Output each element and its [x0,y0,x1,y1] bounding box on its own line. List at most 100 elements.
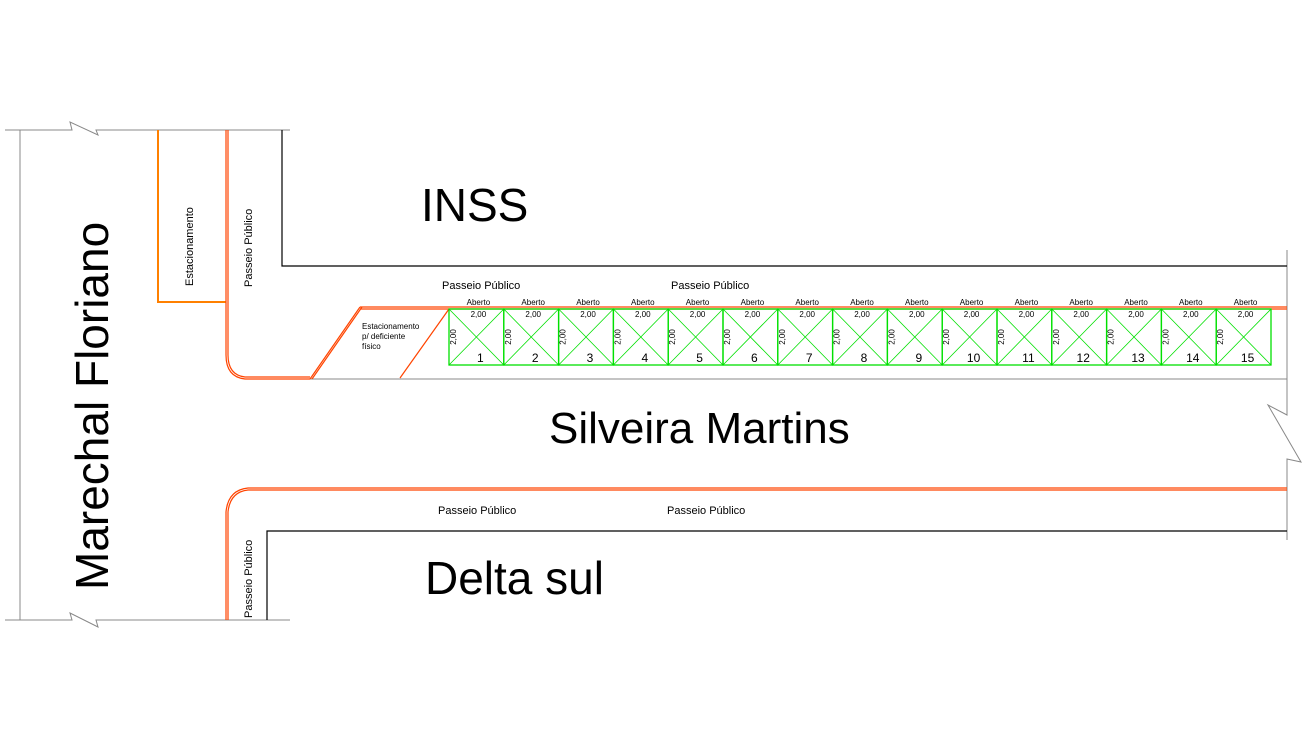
sidewalk-label-top-2: Passeio Público [671,280,749,292]
parking-space: Aberto 2,00 2,00 5 [667,298,724,366]
space-number: 2 [532,351,539,365]
disabled-parking-line-2: p/ deficiente [362,332,406,341]
parking-space-diagonal [1106,308,1162,366]
parking-space-diagonal [777,308,833,366]
space-number: 5 [696,351,703,365]
parking-space: Aberto 2,00 2,00 7 [777,298,834,366]
space-depth-label: 2,00 [997,329,1006,345]
parking-space: Aberto 2,00 2,00 9 [886,298,943,366]
space-depth-label: 2,00 [559,329,568,345]
space-width-label: 2,00 [525,310,541,319]
sidewalk-label-bottom-vertical: Passeio Público [243,540,255,618]
parking-space-diagonal [1051,308,1107,366]
building-name-inss: INSS [421,179,528,231]
sidewalk-label-top-1: Passeio Público [442,280,520,292]
space-number: 10 [967,351,981,365]
space-status-label: Aberto [1234,298,1258,307]
space-status-label: Aberto [1179,298,1203,307]
space-width-label: 2,00 [909,310,925,319]
space-width-label: 2,00 [580,310,596,319]
space-depth-label: 2,00 [1216,329,1225,345]
space-number: 4 [641,351,648,365]
space-depth-label: 2,00 [1107,329,1116,345]
space-status-label: Aberto [795,298,819,307]
building-outlines [266,130,1287,620]
space-status-label: Aberto [960,298,984,307]
space-width-label: 2,00 [799,310,815,319]
space-status-label: Aberto [631,298,655,307]
space-depth-label: 2,00 [449,329,458,345]
parking-space-diagonal [887,308,943,366]
space-status-label: Aberto [1069,298,1093,307]
street-name-silveira-martins: Silveira Martins [549,404,850,453]
parking-space: Aberto 2,00 2,00 1 [448,298,505,366]
parking-space: Aberto 2,00 2,00 3 [557,298,615,366]
parking-space-diagonal [667,308,724,366]
space-number: 15 [1241,351,1255,365]
parking-space: Aberto 2,00 2,00 4 [612,298,669,366]
street-name-marechal-floriano: Marechal Floriano [66,222,118,590]
space-depth-label: 2,00 [1161,329,1170,345]
parking-space-diagonal [448,308,505,366]
parking-spaces: Aberto 2,00 2,00 1 Aberto 2,00 2,00 2 Aberto 2,00… [448,298,1272,366]
sidewalk-label-top-vertical: Passeio Público [243,209,255,287]
parking-space-diagonal [1215,308,1272,366]
disabled-parking-label: Estacionamento p/ deficiente físico [362,322,420,351]
space-depth-label: 2,00 [1052,329,1061,345]
space-width-label: 2,00 [690,310,706,319]
space-status-label: Aberto [1124,298,1148,307]
parking-space-diagonal [832,308,888,366]
parking-space-outline [1215,308,1272,366]
break-lines [5,121,1302,628]
space-number: 1 [477,351,484,365]
space-width-label: 2,00 [471,310,487,319]
parking-space-diagonal [722,308,779,366]
parking-area-outline [157,130,226,303]
space-width-label: 2,00 [745,310,761,319]
space-depth-label: 2,00 [668,329,677,345]
space-number: 8 [861,351,868,365]
disabled-parking-line-1: Estacionamento [362,322,420,331]
space-depth-label: 2,00 [887,329,896,345]
space-depth-label: 2,00 [723,329,732,345]
space-depth-label: 2,00 [778,329,787,345]
space-number: 7 [806,351,813,365]
space-status-label: Aberto [741,298,765,307]
space-status-label: Aberto [467,298,491,307]
space-number: 13 [1131,351,1145,365]
space-depth-label: 2,00 [613,329,622,345]
space-width-label: 2,00 [964,310,980,319]
space-status-label: Aberto [1015,298,1039,307]
space-width-label: 2,00 [1073,310,1089,319]
space-number: 14 [1186,351,1200,365]
parking-space: Aberto 2,00 2,00 6 [722,298,779,366]
space-number: 6 [751,351,758,365]
disabled-parking-line-3: físico [362,342,381,351]
space-number: 11 [1022,351,1035,365]
parking-space: Aberto 2,00 2,00 2 [503,298,560,366]
space-depth-label: 2,00 [504,329,513,345]
space-width-label: 2,00 [1128,310,1144,319]
parking-space-diagonal [613,308,669,366]
sidewalk-label-bottom-1: Passeio Público [438,505,516,517]
space-status-label: Aberto [905,298,929,307]
space-status-label: Aberto [576,298,600,307]
space-depth-label: 2,00 [833,329,842,345]
space-number: 3 [587,351,594,365]
space-number: 9 [915,351,922,365]
parking-space-diagonal [996,308,1053,366]
space-status-label: Aberto [686,298,710,307]
space-width-label: 2,00 [635,310,651,319]
space-status-label: Aberto [850,298,874,307]
space-width-label: 2,00 [1019,310,1035,319]
parking-space: Aberto 2,00 2,00 13 [1105,298,1163,366]
space-width-label: 2,00 [1238,310,1254,319]
space-status-label: Aberto [521,298,545,307]
space-depth-label: 2,00 [942,329,951,345]
curb-lines [225,130,1287,620]
parking-space-diagonal [558,308,614,366]
